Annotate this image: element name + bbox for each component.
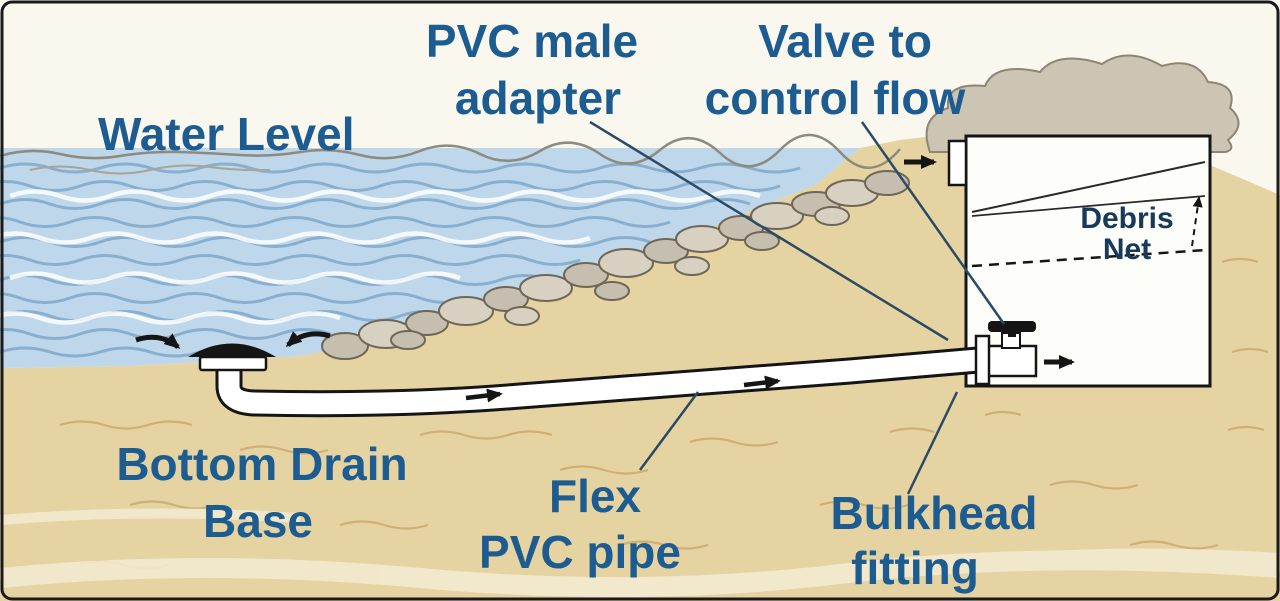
debris-cloud (925, 54, 1240, 153)
bulkhead-label-line1: Bulkhead (830, 487, 1037, 539)
fitting-flange (974, 334, 991, 386)
water-surface-ripple (29, 164, 271, 175)
bulkhead-label-line2: fitting (851, 542, 979, 594)
valve-nut (1008, 331, 1016, 337)
sand-area (0, 128, 1280, 601)
pvc-adapter-label-line2: adapter (455, 72, 621, 124)
drain-base-plate (198, 355, 268, 372)
leader-line-valve (860, 121, 1006, 325)
bottom-drain-label-line1: Bottom Drain (116, 438, 407, 490)
flex-pipe-label-line1: Flex (549, 470, 641, 522)
fitting-outlet (986, 344, 1038, 378)
bottom-drain (135, 331, 331, 372)
valve-handle (988, 321, 1036, 332)
water-area (0, 133, 901, 368)
leader-line-flex-pipe (638, 391, 700, 471)
water-level-label: Water Level (98, 108, 355, 160)
bulkhead-fitting (974, 321, 1075, 386)
drain-dome (188, 343, 276, 357)
water-level-line (0, 133, 901, 169)
flex-pvc-pipe (215, 346, 980, 418)
box-inner-line-upper (971, 161, 1206, 213)
water-waves (0, 162, 801, 358)
debris-net-label-line1: Debris (1080, 202, 1173, 235)
debris-net-label-line2: Net (1103, 233, 1151, 266)
leader-line-bulkhead (906, 391, 959, 495)
sand-light-streaks (0, 508, 1280, 598)
diagram-labels: Water Level PVC male adapter Valve to co… (98, 15, 1174, 594)
valve-label-line1: Valve to (758, 15, 932, 67)
drain-inflow-arrow-right (285, 331, 331, 347)
drain-inflow-arrow-left (135, 333, 181, 349)
pipe-flow-arrow-2 (743, 375, 781, 390)
valve-label-line2: control flow (705, 72, 966, 124)
bank-rocks (321, 170, 910, 360)
leader-line-pvc-adapter (589, 120, 949, 342)
pipe-flow-arrow-1 (465, 388, 503, 403)
bottom-drain-label-line2: Base (203, 495, 313, 547)
box-inner-line-lower (971, 195, 1206, 217)
leader-lines (589, 120, 1006, 495)
debris-net-line (971, 248, 1207, 268)
flex-pipe-label-line2: PVC pipe (479, 526, 681, 578)
debris-net-arrow (1191, 196, 1203, 247)
box-inlet-tab (947, 139, 968, 187)
pvc-adapter-label-line1: PVC male (426, 15, 638, 67)
